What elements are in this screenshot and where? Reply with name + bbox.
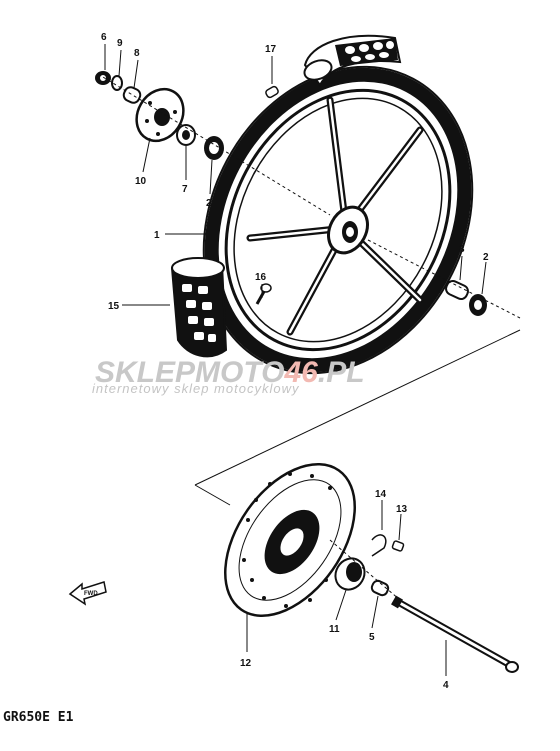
- callout-1: 1: [154, 230, 160, 241]
- fwd-arrow-icon: FWD: [68, 581, 107, 606]
- brake-disc: [224, 463, 356, 617]
- speedometer-drive-plate-icon: [135, 87, 185, 143]
- tire-cutaway-bottom: [170, 257, 228, 358]
- watermark-brand-2: MOTO: [195, 356, 284, 389]
- speedometer-gearbox-icon: [334, 557, 366, 591]
- bearing-icon: [204, 136, 224, 160]
- callout-6: 6: [101, 32, 107, 43]
- spacer-icon: [122, 86, 142, 104]
- callout-3: 3: [459, 244, 465, 255]
- callout-12: 12: [240, 658, 252, 669]
- callout-17: 17: [265, 44, 277, 55]
- callout-11: 11: [329, 624, 340, 635]
- leader-lines: [104, 44, 487, 676]
- bearing-right-icon: [469, 294, 487, 316]
- speedometer-parts: [95, 71, 331, 216]
- callout-5: 5: [369, 632, 375, 643]
- callout-13: 13: [396, 504, 408, 515]
- watermark-tagline: internetowy sklep motocyklowy: [92, 381, 300, 396]
- callout-15: 15: [108, 301, 120, 312]
- axle-collar-icon: [370, 579, 390, 597]
- screw-icon: [391, 540, 405, 552]
- callout-10: 10: [135, 176, 147, 187]
- callout-2-right: 2: [483, 252, 489, 263]
- axle-spacer-icon: [445, 279, 469, 301]
- watermark-brand-1: SKLEP: [95, 356, 196, 389]
- callout-8: 8: [134, 48, 140, 59]
- callouts: 6 9 8 10 7 2 17 1 15 16 3 2 14 13 11 5 1…: [101, 32, 489, 691]
- front-wheel: [170, 34, 474, 375]
- model-code: GR650E E1: [3, 710, 74, 725]
- fwd-label: FWD: [84, 591, 98, 597]
- callout-4: 4: [443, 680, 449, 691]
- front-axle-icon: [391, 595, 519, 673]
- nut-icon: [95, 71, 111, 85]
- callout-14: 14: [375, 489, 387, 500]
- callout-16: 16: [255, 272, 267, 283]
- svg-text:SKLEPMOTO46.PL: SKLEPMOTO46.PL: [95, 356, 365, 389]
- callout-7: 7: [182, 184, 188, 195]
- watermark-brand-4: .PL: [318, 356, 365, 389]
- retainer-clip-icon: [371, 534, 387, 557]
- watermark: SKLEPMOTO46.PL internetowy sklep motocyk…: [92, 356, 365, 396]
- balance-weight-icon: [265, 85, 279, 99]
- tire-cutaway-top: [303, 34, 402, 87]
- watermark-brand-3: 46: [283, 356, 318, 389]
- callout-2-left: 2: [206, 198, 212, 209]
- callout-9: 9: [117, 38, 123, 49]
